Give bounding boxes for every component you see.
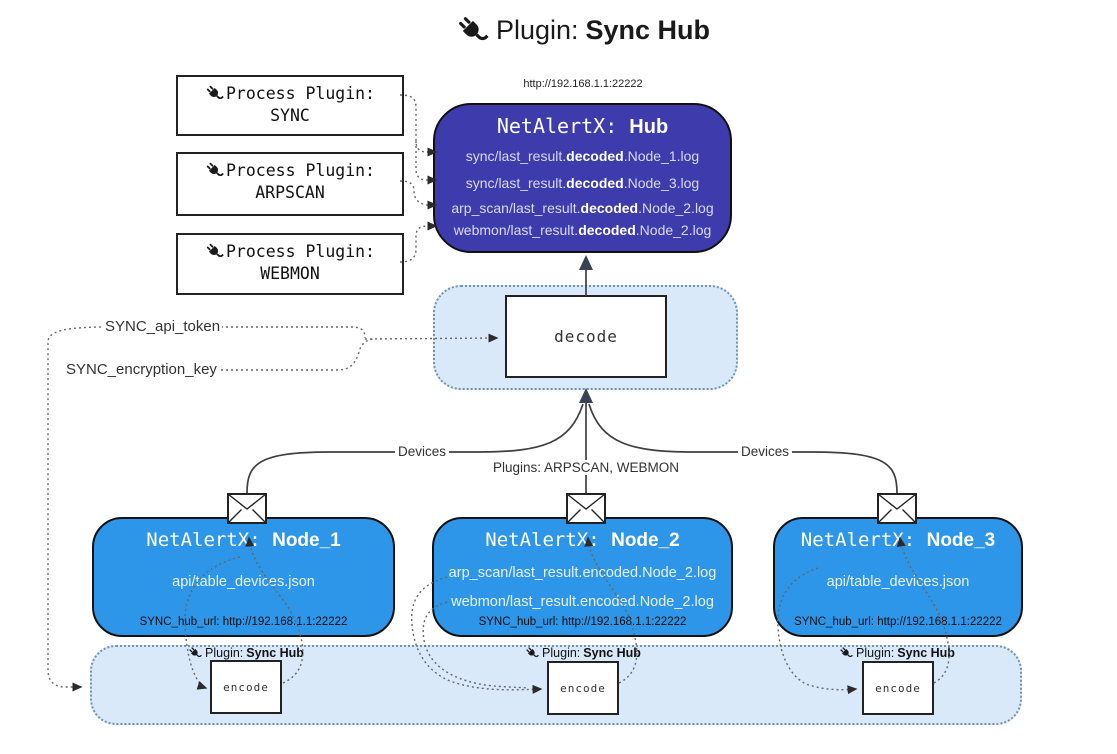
- process-plugin-name: WEBMON: [260, 264, 320, 283]
- process-plugin-label: Process Plugin:: [225, 161, 375, 180]
- process-plugin-sync-box: Process Plugin: SYNC: [176, 75, 404, 136]
- node-hub-url: SYNC_hub_url: http://192.168.1.1:22222: [794, 616, 1002, 628]
- node-hub-url: SYNC_hub_url: http://192.168.1.1:22222: [478, 616, 687, 628]
- decode-box: decode: [505, 295, 667, 378]
- wire-arpscan-to-entry3: [399, 180, 438, 210]
- node-1-box: NetAlertX: Node_1 api/table_devices.json…: [92, 517, 395, 637]
- devices-label-left: Devices: [394, 444, 450, 459]
- encode-plugin-label: Plugin: Sync Hub: [188, 646, 304, 660]
- node-title: NetAlertX: Node_2: [485, 529, 680, 551]
- envelope-icon-node1: [227, 493, 267, 524]
- encode-box-3: encode: [862, 661, 934, 715]
- node-file: api/table_devices.json: [172, 574, 315, 590]
- page-title: Plugin: Sync Hub: [456, 14, 710, 47]
- wire-settings-to-encode-panel: [47, 326, 107, 692]
- sync-api-token-label: SYNC_api_token: [103, 318, 223, 335]
- plug-icon: [205, 84, 224, 103]
- process-plugin-webmon-box: Process Plugin: WEBMON: [176, 233, 404, 295]
- hub-log-entry: webmon/last_result.decoded.Node_2.log: [453, 222, 712, 238]
- wire-sync-to-entry1: [399, 94, 438, 157]
- hub-title: NetAlertX: Hub: [435, 114, 730, 139]
- process-plugin-arpscan-box: Process Plugin: ARPSCAN: [176, 152, 404, 216]
- plug-icon: [525, 646, 539, 660]
- devices-label-right: Devices: [737, 444, 793, 459]
- envelope-icon-node3: [877, 493, 917, 524]
- hub-title-prefix: NetAlertX:: [496, 114, 630, 138]
- node-3-box: NetAlertX: Node_3 api/table_devices.json…: [773, 517, 1023, 637]
- envelope-icon-node2: [566, 493, 606, 524]
- node-title: NetAlertX: Node_1: [146, 529, 341, 551]
- plug-icon: [456, 14, 489, 47]
- node-title: NetAlertX: Node_3: [800, 529, 996, 551]
- hub-log-entry: arp_scan/last_result.decoded.Node_2.log: [451, 200, 714, 216]
- encode-plugin-label: Plugin: Sync Hub: [839, 646, 955, 660]
- plug-icon: [205, 161, 224, 180]
- node-files: api/table_devices.json: [94, 568, 393, 597]
- plug-icon: [839, 646, 853, 660]
- node-file: webmon/last_result.encoded.Node_2.log: [451, 594, 714, 610]
- process-plugin-label: Process Plugin:: [225, 84, 375, 103]
- process-plugin-name: SYNC: [270, 106, 310, 125]
- hub-url-label: http://192.168.1.1:22222: [523, 78, 643, 90]
- process-plugin-name: ARPSCAN: [255, 183, 325, 202]
- plugins-label-middle: Plugins: ARPSCAN, WEBMON: [489, 460, 683, 475]
- node-file: arp_scan/last_result.encoded.Node_2.log: [448, 565, 717, 581]
- page-title-name: Sync Hub: [585, 15, 711, 45]
- sync-encryption-key-label: SYNC_encryption_key: [64, 361, 219, 378]
- hub-log-entry: sync/last_result.decoded.Node_3.log: [465, 175, 700, 191]
- encode-box-2: encode: [547, 661, 619, 715]
- node-files: api/table_devices.json: [775, 568, 1021, 597]
- node-file: api/table_devices.json: [826, 574, 970, 590]
- node-hub-url: SYNC_hub_url: http://192.168.1.1:22222: [139, 616, 348, 628]
- page-title-prefix: Plugin:: [495, 15, 579, 45]
- encode-box-1: encode: [210, 660, 282, 714]
- hub-box: NetAlertX: Hub sync/last_result.decoded.…: [433, 103, 732, 253]
- plug-icon: [188, 646, 202, 660]
- hub-title-name: Hub: [629, 116, 669, 138]
- encode-plugin-label: Plugin: Sync Hub: [525, 646, 641, 660]
- wire-webmon-to-entry4: [399, 221, 438, 263]
- plug-icon: [205, 242, 224, 261]
- node-2-box: NetAlertX: Node_2 arp_scan/last_result.e…: [432, 517, 733, 637]
- node-files: arp_scan/last_result.encoded.Node_2.log …: [434, 559, 731, 617]
- process-plugin-label: Process Plugin:: [225, 242, 375, 261]
- hub-log-entries: sync/last_result.decoded.Node_1.log sync…: [435, 143, 730, 241]
- hub-log-entry: sync/last_result.decoded.Node_1.log: [465, 148, 700, 164]
